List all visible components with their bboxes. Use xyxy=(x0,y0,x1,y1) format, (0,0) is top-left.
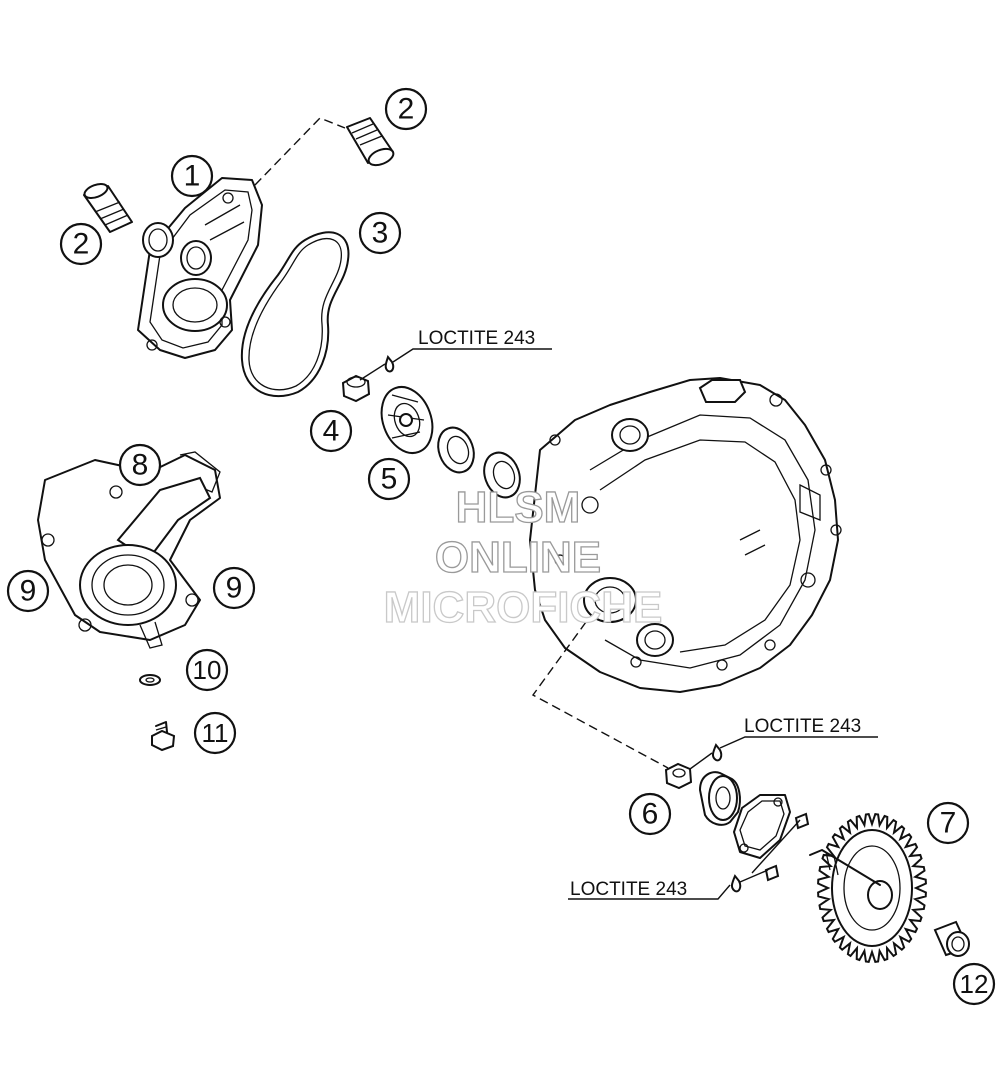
callout-11: 11 xyxy=(193,711,237,755)
plate-screw-part-2[interactable] xyxy=(764,864,780,882)
clutch-cover-part[interactable] xyxy=(529,377,842,693)
callout-9-right: 9 xyxy=(212,566,256,610)
callout-10: 10 xyxy=(185,648,229,692)
bearing-cover-plate-part[interactable] xyxy=(733,794,791,859)
callout-2-left: 2 xyxy=(59,222,103,266)
callout-9-left: 9 xyxy=(6,569,50,613)
svg-text:2: 2 xyxy=(398,93,415,126)
loctite-note-3: LOCTITE 243 xyxy=(570,879,687,900)
svg-text:3: 3 xyxy=(372,217,389,250)
callout-3: 3 xyxy=(358,211,402,255)
svg-text:11: 11 xyxy=(202,718,229,748)
svg-text:2: 2 xyxy=(73,228,90,261)
svg-text:5: 5 xyxy=(381,463,398,496)
svg-text:8: 8 xyxy=(132,449,149,482)
washer-part[interactable] xyxy=(139,674,161,686)
callout-12: 12 xyxy=(952,962,996,1006)
svg-text:9: 9 xyxy=(20,575,37,608)
drain-bolt-part[interactable] xyxy=(151,721,176,752)
svg-text:6: 6 xyxy=(642,798,659,831)
callout-5: 5 xyxy=(367,457,411,501)
shaft-seal-ring-2[interactable] xyxy=(478,448,526,503)
pump-drive-gear-part[interactable] xyxy=(809,812,927,964)
bearing-nut-part[interactable] xyxy=(664,762,693,790)
impeller-part[interactable] xyxy=(373,380,441,460)
watermark-line-3: MICROFICHE xyxy=(384,583,663,632)
loctite-note-1: LOCTITE 243 xyxy=(418,328,535,349)
plate-screw-part-1[interactable] xyxy=(794,812,810,830)
svg-text:1: 1 xyxy=(184,160,201,193)
connector-fitting-part-left[interactable] xyxy=(83,181,133,233)
svg-text:7: 7 xyxy=(940,807,957,840)
svg-text:12: 12 xyxy=(960,969,989,999)
loctite-drop-icon-3 xyxy=(731,874,742,893)
callout-1: 1 xyxy=(170,154,214,198)
callout-8: 8 xyxy=(118,443,162,487)
callout-7: 7 xyxy=(926,801,970,845)
needle-bearing-part[interactable] xyxy=(933,920,970,957)
svg-text:10: 10 xyxy=(193,655,222,685)
impeller-nut-part[interactable] xyxy=(341,374,371,403)
callout-4: 4 xyxy=(309,409,353,453)
svg-text:9: 9 xyxy=(226,572,243,605)
loctite-drop-icon-1 xyxy=(384,354,395,373)
callout-2-right: 2 xyxy=(384,87,428,131)
ball-bearing-part[interactable] xyxy=(698,771,741,826)
pump-housing-part[interactable] xyxy=(137,177,263,359)
loctite-note-2: LOCTITE 243 xyxy=(744,716,861,737)
svg-text:4: 4 xyxy=(323,415,340,448)
leader-lines xyxy=(254,117,878,900)
watermark-line-2: ONLINE xyxy=(435,533,601,582)
loctite-drop-icon-2 xyxy=(712,743,723,762)
pump-cover-part[interactable] xyxy=(37,451,221,649)
watermark-line-1: HLSM xyxy=(456,483,581,532)
shaft-seal-ring-1[interactable] xyxy=(432,423,480,478)
connector-fitting-part-right[interactable] xyxy=(346,117,396,168)
callout-6: 6 xyxy=(628,792,672,836)
o-ring-gasket-part[interactable] xyxy=(240,231,350,397)
